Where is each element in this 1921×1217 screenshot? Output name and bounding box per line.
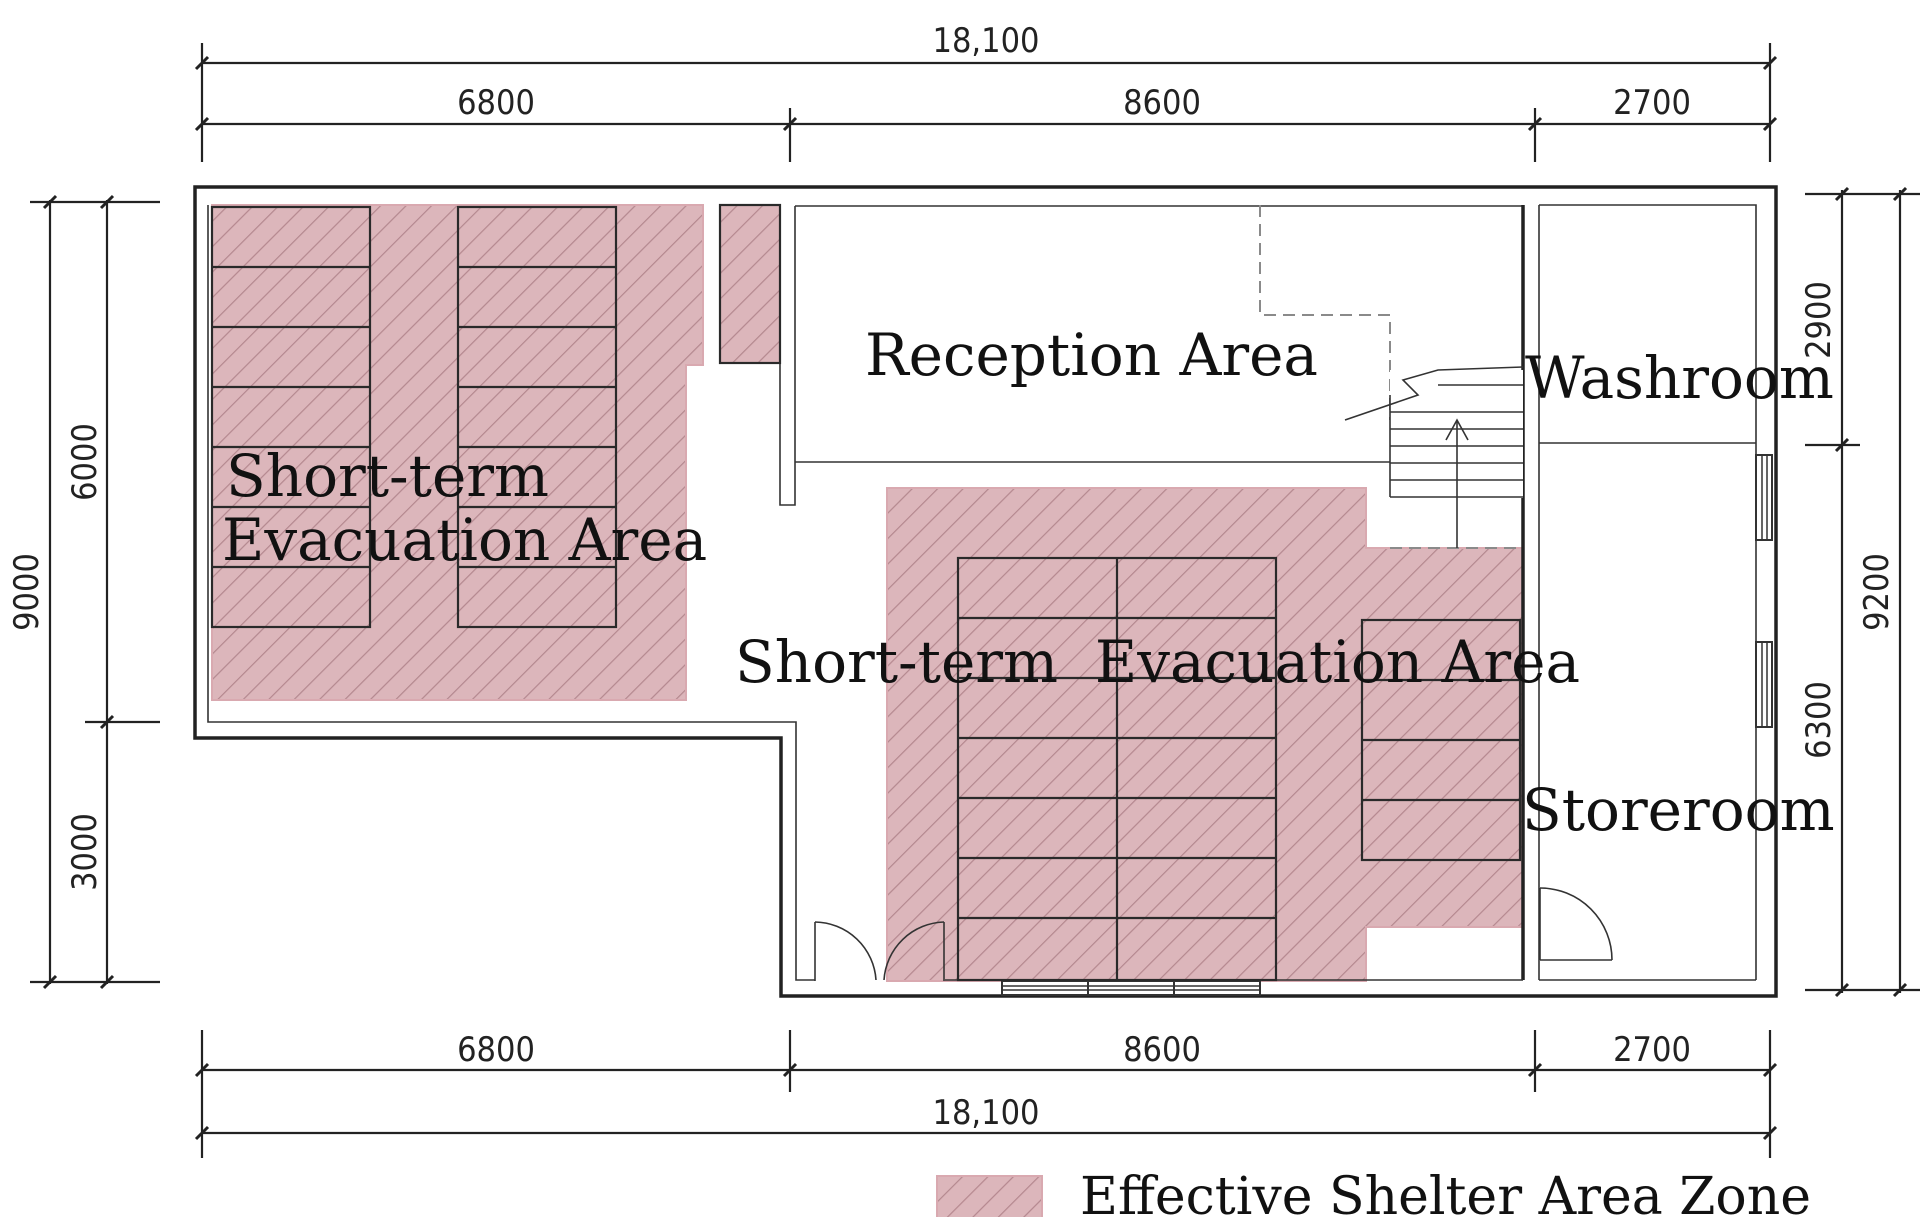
- shelter-zone-main: [886, 487, 1524, 982]
- door-storeroom: [1539, 887, 1613, 961]
- dim-right-seg-1: 2900: [1799, 281, 1839, 359]
- bunk-column-left-1: [210, 205, 372, 629]
- window-bottom: [1001, 980, 1261, 996]
- dim-left-seg-1: 6000: [65, 423, 105, 501]
- dim-bottom-seg-1: 6800: [457, 1030, 535, 1070]
- label-evac-main: Short-term Evacuation Area: [735, 628, 1580, 696]
- legend-swatch: [936, 1175, 1043, 1217]
- dim-top-seg-2: 8600: [1123, 83, 1201, 123]
- dim-top-seg-1: 6800: [457, 83, 535, 123]
- outer-wall: [193, 185, 1778, 998]
- stair-dashed-outline: [1259, 205, 1391, 420]
- door-entrance-left: [814, 921, 877, 981]
- dim-right-seg-2: 6300: [1799, 681, 1839, 759]
- stairs: [1259, 205, 1524, 549]
- dim-left-total: 9000: [7, 553, 47, 631]
- legend: Effective Shelter Area Zone: [936, 1167, 1811, 1217]
- dim-bottom-seg-3: 2700: [1613, 1030, 1691, 1070]
- door-entrance-right: [883, 921, 945, 981]
- dim-bottom-seg-2: 8600: [1123, 1030, 1201, 1070]
- bunk-cabinet: [718, 203, 782, 365]
- bunk-column-left-2: [456, 205, 618, 629]
- label-evac-left-2: Evacuation Area: [222, 506, 707, 574]
- wing-inner-outline: [1539, 204, 1757, 980]
- label-reception: Reception Area: [865, 321, 1318, 389]
- dim-top-seg-3: 2700: [1613, 83, 1691, 123]
- bunk-block-main: [956, 556, 1278, 982]
- dim-left-seg-2: 3000: [65, 813, 105, 891]
- dim-right-total: 9200: [1857, 553, 1897, 631]
- label-evac-left-1: Short-term: [226, 442, 549, 510]
- window-right-lower: [1755, 641, 1773, 728]
- label-storeroom: Storeroom: [1522, 776, 1835, 844]
- shelter-zone-cabinet: [719, 204, 781, 364]
- walls: [193, 185, 1778, 998]
- bunks: [210, 203, 1522, 982]
- label-washroom: Washroom: [1525, 344, 1834, 412]
- bunk-column-right: [1360, 618, 1522, 862]
- dim-bottom-total: 18,100: [933, 1093, 1040, 1133]
- dimension-left: 9000 6000 3000: [7, 194, 160, 990]
- dimension-bottom: 6800 8600 2700 18,100: [194, 1030, 1778, 1158]
- inner-wall-bottom-left: [207, 205, 815, 981]
- dimension-top: 18,100 6800 8600 2700: [194, 21, 1778, 162]
- room-labels: Reception Area Washroom Storeroom Short-…: [222, 321, 1835, 844]
- doors: [814, 887, 1613, 981]
- legend-label: Effective Shelter Area Zone: [1080, 1167, 1811, 1217]
- dimension-right: 2900 6300 9200: [1799, 186, 1920, 998]
- window-right-upper: [1755, 454, 1773, 541]
- inner-wall-left: [779, 206, 796, 506]
- dim-top-total: 18,100: [933, 21, 1040, 61]
